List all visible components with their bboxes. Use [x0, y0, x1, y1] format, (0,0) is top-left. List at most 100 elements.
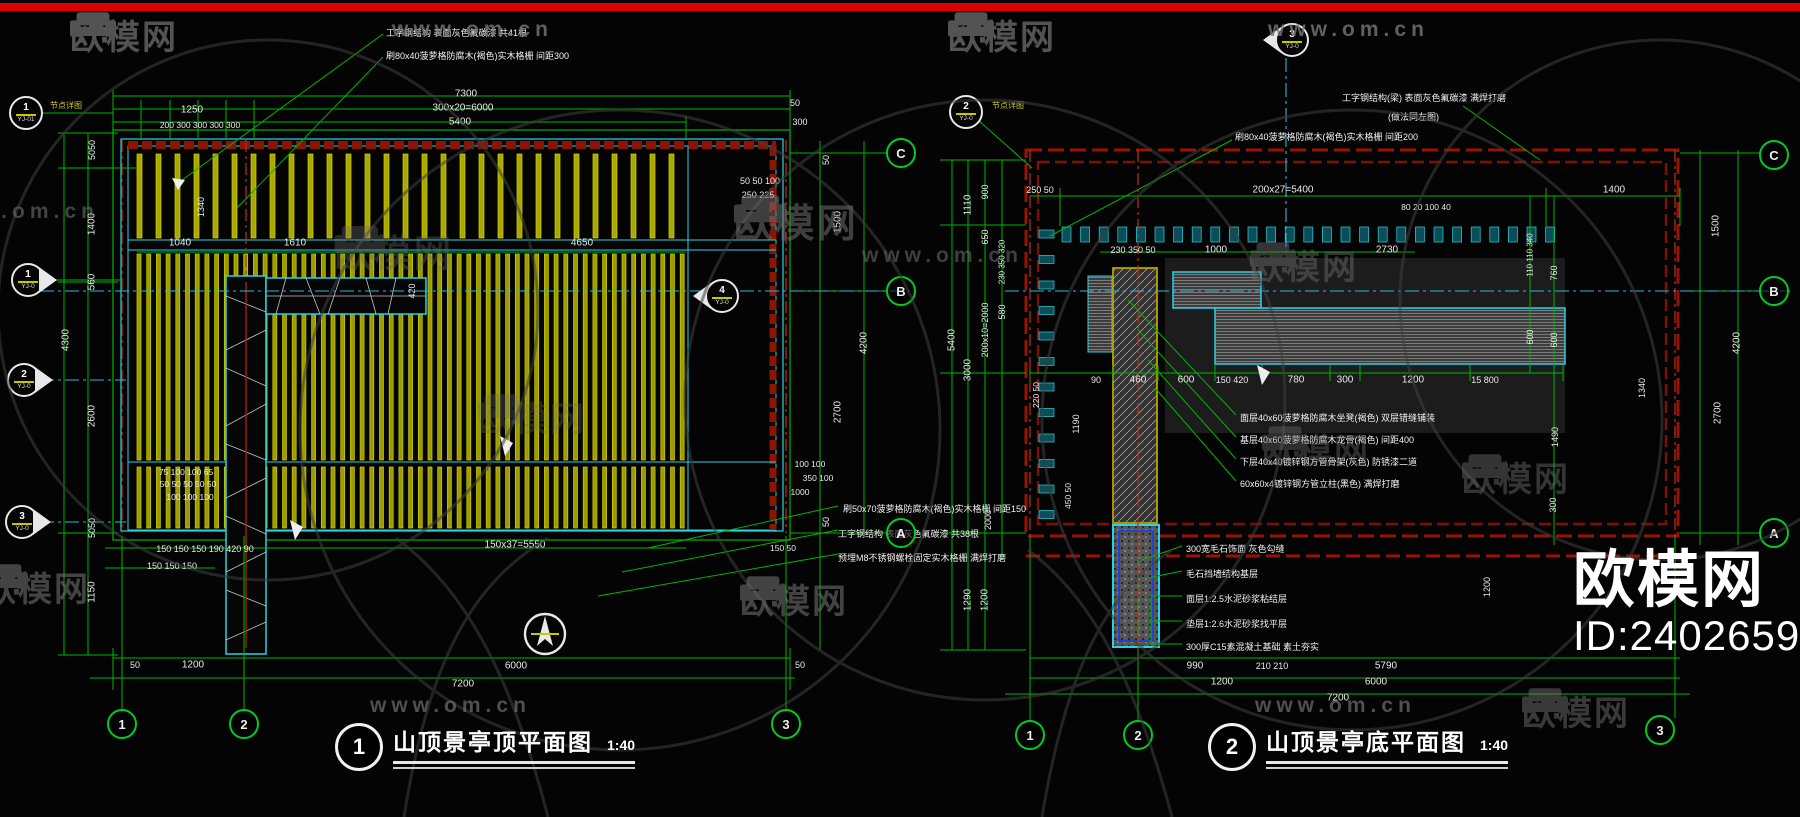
- dim-label: 1200: [1482, 576, 1492, 598]
- annotation-label: 300宽毛石饰面 灰色勾缝: [1186, 544, 1285, 554]
- dim-label: 5400: [448, 116, 472, 128]
- dim-label: 100 100 100: [166, 492, 214, 502]
- dim-label: 990: [1186, 660, 1204, 672]
- dim-label: 1500: [1710, 214, 1722, 238]
- dim-label: 80 20 100 40: [1401, 202, 1451, 212]
- dim-label: 560: [86, 273, 98, 291]
- title-underline: [1266, 761, 1509, 764]
- annotation-label: 节点详图: [50, 101, 82, 110]
- dim-label: 50: [821, 516, 831, 528]
- dim-label: 7300: [454, 88, 478, 100]
- annotation-label: 面层1:2.5水泥砂浆粘结层: [1186, 594, 1288, 604]
- annotation-label: 工字钢结构(梁) 表面灰色氟碳漆 满焊打磨: [1342, 93, 1506, 103]
- grid-bubble: A: [886, 518, 916, 548]
- annotation-label: 面层40x60菠萝格防腐木坐凳(褐色) 双层错缝铺装: [1240, 413, 1436, 423]
- annotation-label: 刷50x70菠萝格防腐木(褐色)实木格栅 间距150: [843, 504, 1027, 514]
- grid-bubble: 1: [1015, 720, 1045, 750]
- grid-bubble: 2: [1123, 720, 1153, 750]
- title-number-badge: 1: [335, 723, 383, 771]
- dim-label: 450 50: [1063, 483, 1073, 509]
- section-arrow-icon: [35, 367, 53, 393]
- dim-label: 600: [1525, 329, 1535, 345]
- dim-label: 300x20=6000: [432, 102, 494, 114]
- dim-label: 50: [129, 660, 141, 670]
- annotation-label: 预埋M8不锈钢螺栓固定实木格栅 满焊打磨: [838, 553, 1007, 563]
- dim-label: 150 150 150 190 420 90: [156, 544, 254, 554]
- dim-label: 1340: [1637, 377, 1647, 399]
- dim-label: 1040: [168, 237, 192, 249]
- dim-label: 1290: [962, 588, 974, 612]
- grid-bubble: 2: [229, 709, 259, 739]
- dim-label: 150 150 150: [146, 561, 198, 571]
- title-scale: 1:40: [607, 737, 636, 753]
- dim-label: 1400: [1602, 184, 1626, 196]
- dim-label: 2600: [86, 404, 98, 428]
- dim-label: 75 100 100 65: [158, 467, 214, 477]
- dim-label: 230 350 50: [1110, 245, 1156, 255]
- annotation-label: 下层40x40镀锌钢方管骨架(灰色) 防锈漆二道: [1240, 457, 1418, 467]
- dim-label: 1110: [962, 194, 974, 216]
- title-text: 山顶景亭底平面图: [1266, 729, 1466, 755]
- dim-label: 200x27=5400: [1252, 184, 1314, 196]
- dim-label: 2700: [832, 400, 844, 424]
- dim-label: 7200: [1326, 692, 1350, 704]
- dim-label: 760: [1549, 265, 1559, 281]
- dim-label: 210 210: [1255, 661, 1289, 671]
- dim-label: 5400: [946, 328, 958, 352]
- dim-label: 230 350 320: [997, 239, 1007, 285]
- dim-label: 1200: [1210, 676, 1234, 688]
- dim-label: 1000: [1204, 244, 1228, 256]
- grid-bubble: 1: [107, 709, 137, 739]
- dim-label: 150 50: [770, 543, 796, 553]
- dim-label: 1000: [790, 487, 810, 497]
- dim-label: 460: [1129, 374, 1147, 386]
- grid-bubble: B: [1759, 276, 1789, 306]
- grid-bubble: B: [886, 276, 916, 306]
- annotation-label: 刷80x40菠萝格防腐木(褐色)实木格栅 间距300: [386, 51, 570, 61]
- title-number-badge: 2: [1208, 723, 1256, 771]
- dim-label: 200 300 300 300 300: [159, 120, 241, 130]
- section-arrow-icon: [39, 267, 57, 293]
- drawing-title-2: 2 山顶景亭底平面图 1:40: [1208, 723, 1509, 771]
- title-scale: 1:40: [1480, 737, 1509, 753]
- annotation-label: (做法同左图): [1388, 112, 1439, 122]
- dim-label: 4200: [1731, 331, 1743, 355]
- annotation-label: 垫层1:2.6水泥砂浆找平层: [1186, 619, 1288, 629]
- dim-label: 1490: [1550, 426, 1560, 448]
- dim-label: 110 110 340: [1525, 233, 1535, 277]
- dim-label: 1340: [196, 196, 206, 218]
- dim-label: 600: [1549, 332, 1559, 348]
- section-arrow-icon: [33, 509, 51, 535]
- dim-label: 4200: [858, 331, 870, 355]
- annotation-label: 毛石挡墙结构基层: [1186, 569, 1259, 579]
- grid-bubble: C: [886, 138, 916, 168]
- dim-label: 580: [997, 304, 1007, 320]
- dim-label: 300: [792, 117, 808, 127]
- dim-label: 1200: [1401, 374, 1425, 386]
- title-text: 山顶景亭顶平面图: [393, 729, 593, 755]
- top-red-bar: [0, 3, 1800, 11]
- annotation-label: 基层40x60菠萝格防腐木龙骨(褐色) 间距400: [1240, 435, 1415, 445]
- dim-label: 420: [407, 283, 417, 299]
- dim-label: 90: [1090, 375, 1102, 385]
- dim-label: 900: [980, 184, 990, 200]
- dim-label: 300: [1336, 374, 1354, 386]
- dim-label: 15 800: [1471, 375, 1499, 385]
- dim-label: 1500: [832, 210, 844, 234]
- annotation-label: 300厚C15素混凝土基础 素土夯实: [1186, 642, 1320, 652]
- annotation-label: 60x60x4镀锌钢方管立柱(黑色) 满焊打磨: [1240, 479, 1400, 489]
- grid-bubble: 3: [1645, 715, 1675, 745]
- dim-label: 2730: [1375, 244, 1399, 256]
- dim-label: 4650: [570, 237, 594, 249]
- dim-label: 1610: [283, 237, 307, 249]
- dim-label: 250 225: [741, 190, 775, 200]
- dim-label: 7200: [451, 678, 475, 690]
